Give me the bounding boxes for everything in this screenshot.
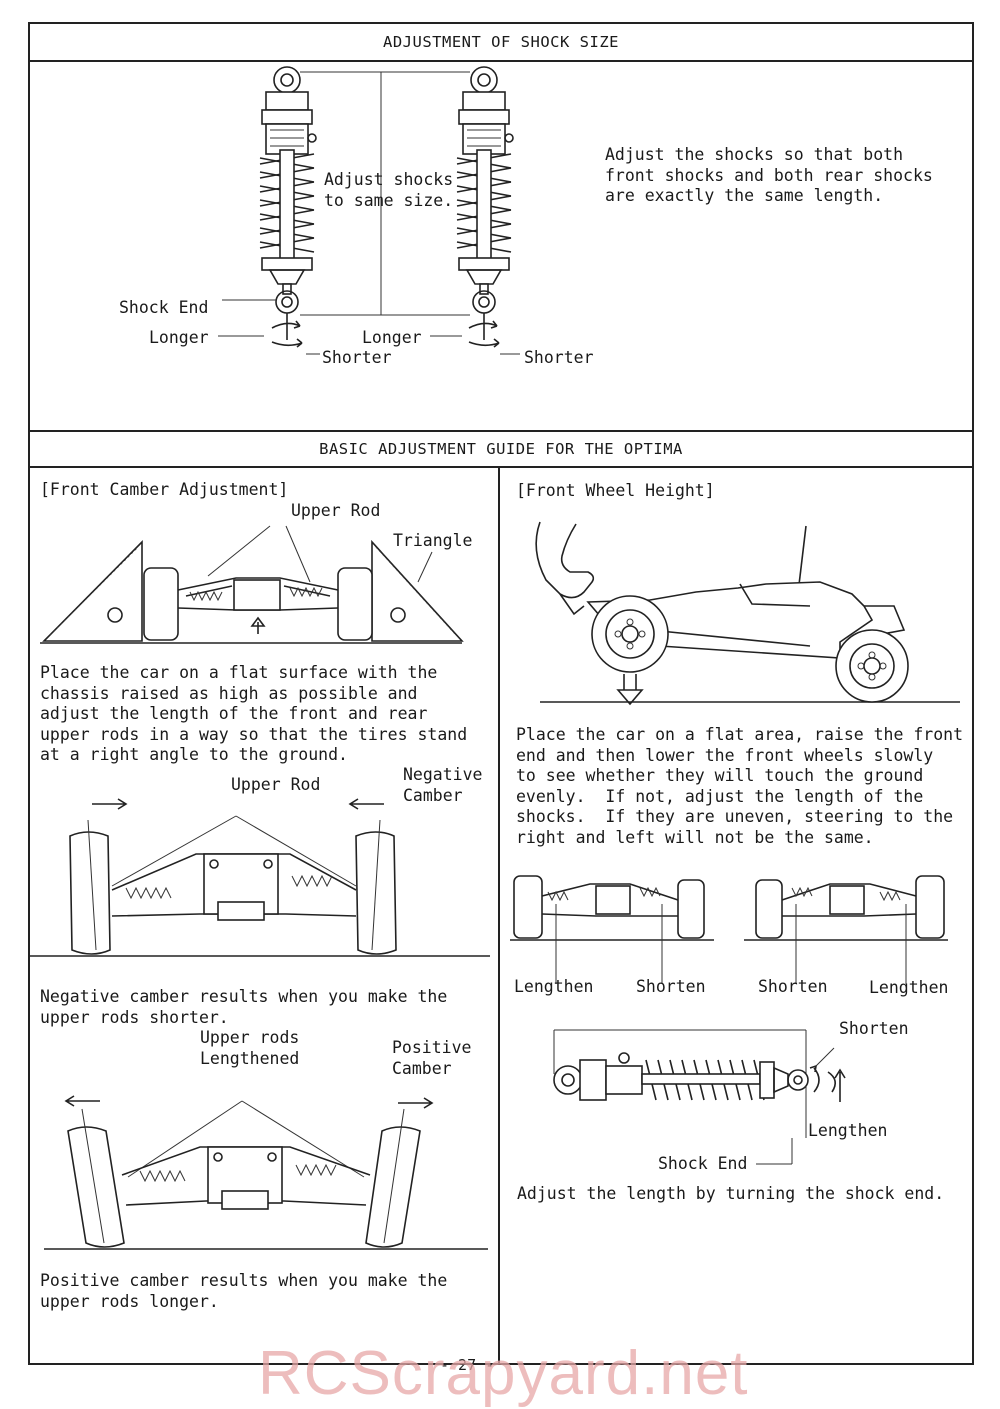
shock-end-caption: Adjust the length by turning the shock e… xyxy=(517,1184,945,1203)
upper-rods-lengthened-label: Upper rods Lengthened xyxy=(200,1028,300,1068)
buggy-lift-diagram xyxy=(535,521,960,706)
page-number: - 27 - xyxy=(440,1356,495,1374)
positive-camber-diagram xyxy=(44,1095,488,1250)
shorter-label-right: Shorter xyxy=(524,348,594,367)
longer-label-left: Longer xyxy=(149,328,209,347)
header-rule-top xyxy=(28,60,974,62)
wheel-height-instruction: Place the car on a flat area, raise the … xyxy=(516,725,964,847)
page-frame xyxy=(28,22,974,1365)
shock-end-adjustment-diagram xyxy=(553,1029,846,1165)
camber-section-title: [Front Camber Adjustment] xyxy=(40,480,289,499)
wheel-height-section-title: [Front Wheel Height] xyxy=(516,481,715,500)
camber-instruction-3: Positive camber results when you make th… xyxy=(40,1271,448,1311)
section-title-shock-size: ADJUSTMENT OF SHOCK SIZE xyxy=(383,33,619,51)
shock-end-label-right: Shock End xyxy=(658,1154,748,1173)
positive-camber-label: Positive Camber xyxy=(392,1038,472,1078)
shock-size-instruction: Adjust the shocks so that both front sho… xyxy=(605,145,933,205)
header-rule-guide xyxy=(28,466,974,468)
watermark: RCScrapyard.net xyxy=(258,1339,749,1408)
lengthen-label-3: Lengthen xyxy=(808,1121,888,1140)
left-shock-diagram xyxy=(259,66,317,348)
negative-camber-label: Negative Camber xyxy=(403,765,483,805)
lengthen-label-2: Lengthen xyxy=(869,978,949,997)
camber-instruction-2: Negative camber results when you make th… xyxy=(40,987,448,1027)
triangle-label: Triangle xyxy=(393,531,473,550)
section-divider xyxy=(28,430,974,432)
shorter-label-left: Shorter xyxy=(322,348,392,367)
upper-rod-label-1: Upper Rod xyxy=(291,501,381,520)
lengthen-label-1: Lengthen xyxy=(514,977,594,996)
wheel-height-comparison-diagram xyxy=(510,875,948,984)
shorten-label-1: Shorten xyxy=(636,977,706,996)
upper-rod-label-2: Upper Rod xyxy=(231,775,321,794)
shorten-label-2: Shorten xyxy=(758,977,828,996)
right-shock-diagram xyxy=(456,66,514,348)
camber-instruction-1: Place the car on a flat surface with the… xyxy=(40,663,468,764)
adjust-shocks-label: Adjust shocks to same size. xyxy=(324,170,454,210)
section-title-guide: BASIC ADJUSTMENT GUIDE FOR THE OPTIMA xyxy=(319,440,683,458)
negative-camber-diagram xyxy=(28,798,490,957)
shock-end-label: Shock End xyxy=(119,298,209,317)
longer-label-right: Longer xyxy=(362,328,422,347)
camber-triangle-diagram xyxy=(40,525,464,644)
column-divider xyxy=(498,466,500,1365)
shock-size-illustration xyxy=(218,66,520,355)
shorten-label-3: Shorten xyxy=(839,1019,909,1038)
